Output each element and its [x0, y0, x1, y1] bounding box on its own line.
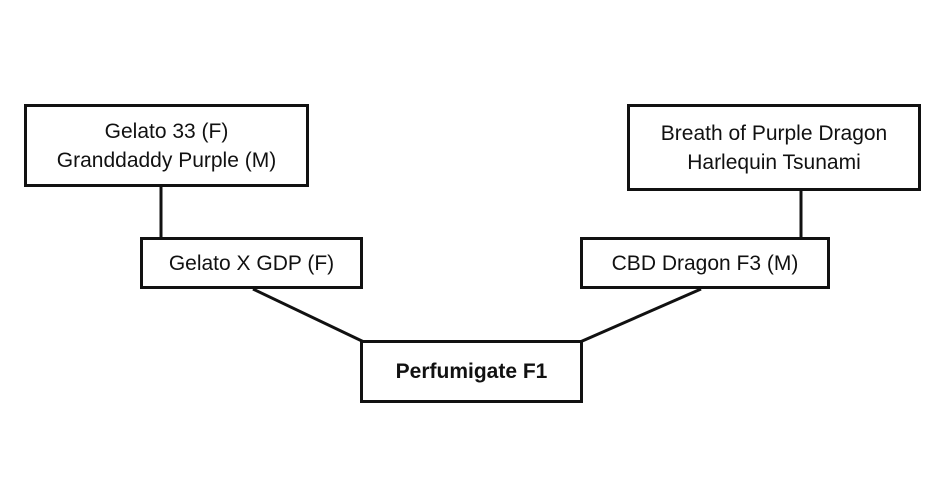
node-child: Perfumigate F1	[360, 340, 583, 403]
connector-p-left-to-child	[252, 287, 365, 344]
node-label-line: Gelato X GDP (F)	[168, 251, 335, 275]
node-label-line: Breath of Purple Dragon	[660, 121, 888, 145]
node-label-line: Granddaddy Purple (M)	[56, 148, 277, 172]
node-parent-right: CBD Dragon F3 (M)	[580, 237, 830, 289]
node-parent-left: Gelato X GDP (F)	[140, 237, 363, 289]
node-label-line: Gelato 33 (F)	[104, 119, 229, 143]
node-label-line: CBD Dragon F3 (M)	[611, 251, 799, 275]
connector-p-right-to-child	[579, 287, 702, 344]
node-grandparents-left: Gelato 33 (F) Granddaddy Purple (M)	[24, 104, 309, 187]
node-label-line: Harlequin Tsunami	[687, 150, 861, 174]
node-grandparents-right: Breath of Purple Dragon Harlequin Tsunam…	[627, 104, 921, 191]
node-label-line: Perfumigate F1	[395, 360, 548, 383]
